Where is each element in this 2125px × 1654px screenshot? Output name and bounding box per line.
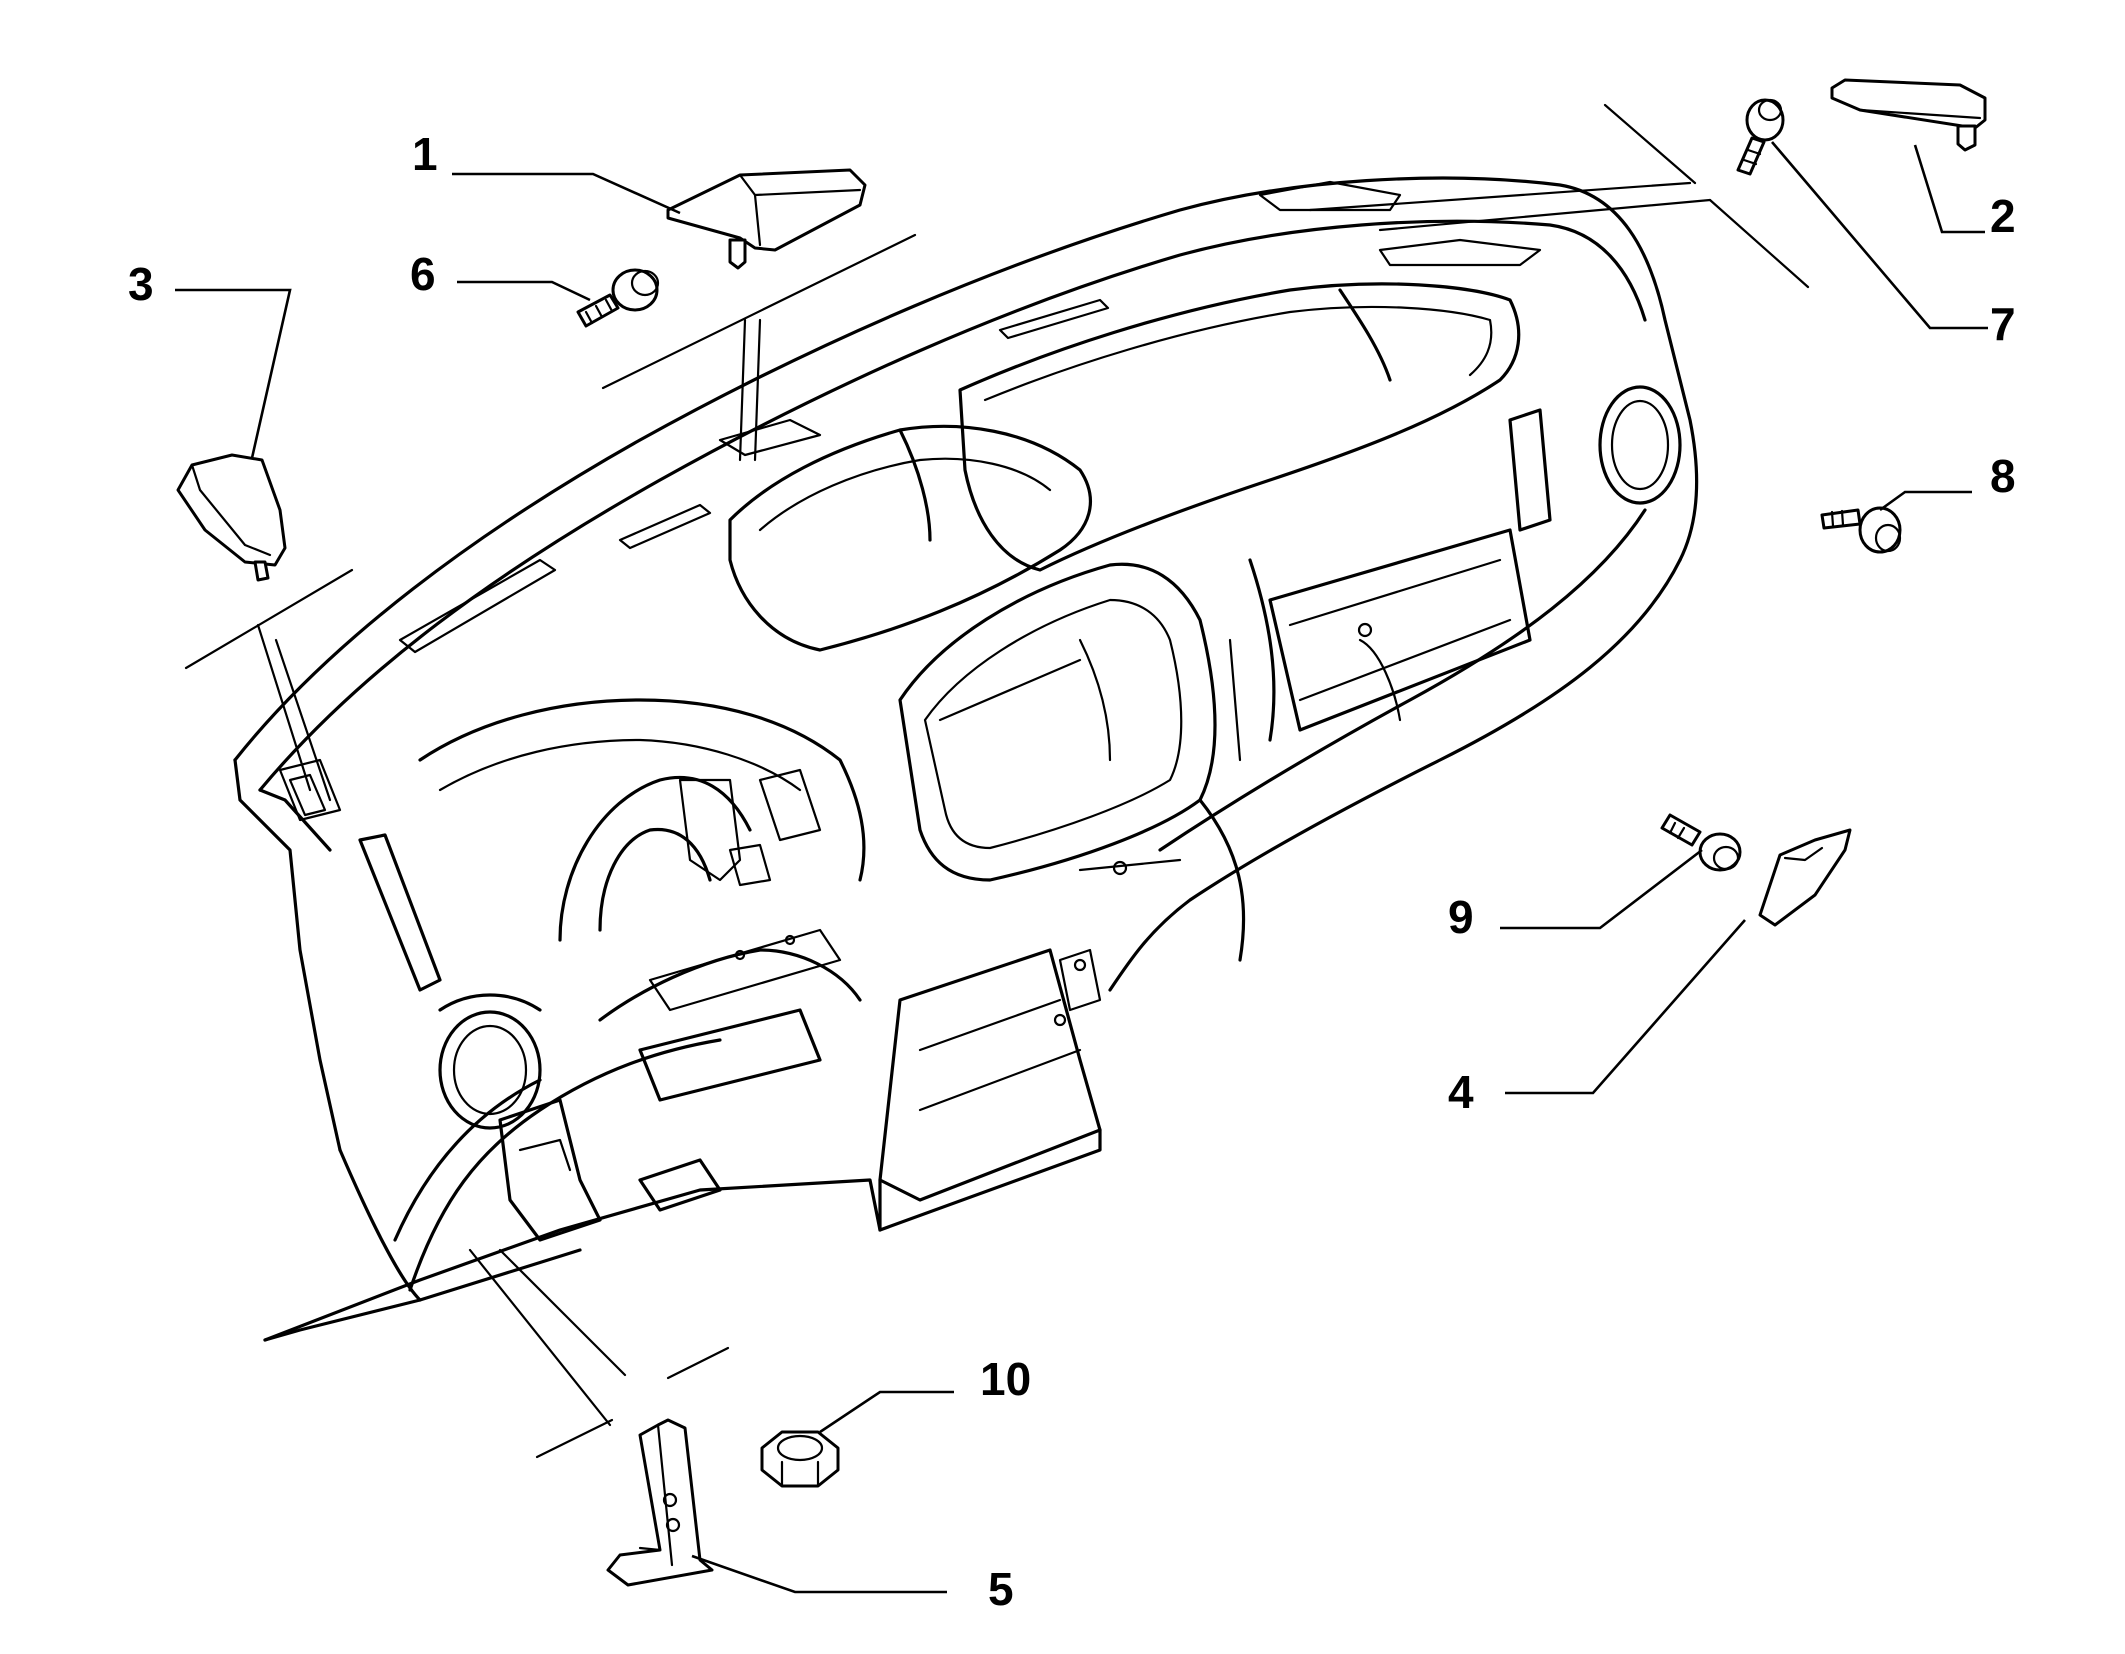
leader-lines bbox=[175, 103, 1988, 1594]
callout-2: 2 bbox=[1990, 190, 2016, 242]
part-5-bracket bbox=[606, 1418, 714, 1587]
part-4-side-cover bbox=[1758, 828, 1852, 927]
callout-8: 8 bbox=[1990, 450, 2016, 502]
callout-3: 3 bbox=[128, 258, 154, 310]
callout-4: 4 bbox=[1448, 1066, 1474, 1118]
callout-labels: 1 2 3 4 5 6 7 8 9 10 bbox=[128, 128, 2016, 1615]
part-9-screw bbox=[1660, 813, 1742, 872]
part-10-nut bbox=[760, 1430, 840, 1488]
callout-6: 6 bbox=[410, 248, 436, 300]
part-7-screw bbox=[1736, 98, 1785, 176]
part-1-cover bbox=[666, 168, 867, 270]
part-8-screw bbox=[1820, 506, 1902, 554]
callout-1: 1 bbox=[412, 128, 438, 180]
part-2-cover bbox=[1830, 78, 1987, 152]
part-3-end-cap bbox=[176, 453, 287, 582]
part-6-screw bbox=[576, 268, 660, 328]
callout-7: 7 bbox=[1990, 298, 2016, 350]
dashboard-assembly bbox=[233, 176, 1699, 1342]
callout-10: 10 bbox=[980, 1353, 1031, 1405]
callout-9: 9 bbox=[1448, 891, 1474, 943]
callout-5: 5 bbox=[988, 1563, 1014, 1615]
